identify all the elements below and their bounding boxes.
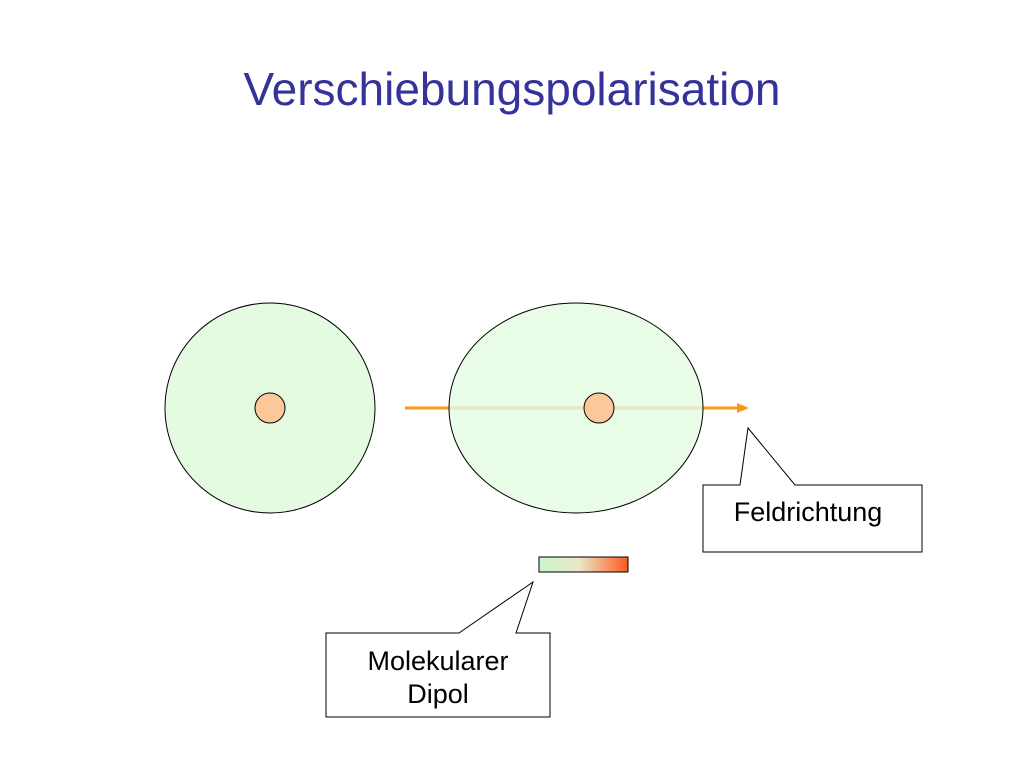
slide-title: Verschiebungspolarisation	[243, 63, 781, 115]
nucleus-unpolarized	[254, 392, 286, 424]
electron-cloud-polarized	[448, 302, 704, 514]
unpolarized-atom	[164, 302, 376, 514]
nucleus-polarized	[583, 392, 615, 424]
polarized-atom	[448, 302, 704, 514]
callout-dipole-box	[325, 580, 551, 718]
callout-field-box	[702, 426, 923, 553]
callout-dipole-line-1: Molekularer	[367, 646, 508, 676]
field-arrow-head	[737, 403, 749, 413]
callout-field-direction: Feldrichtung	[702, 426, 923, 553]
callout-field-label: Feldrichtung	[734, 497, 883, 527]
callout-dipole-line-2: Dipol	[407, 679, 469, 709]
molecular-dipole-bar	[538, 556, 629, 573]
callout-molecular-dipole: Molekularer Dipol	[325, 580, 551, 718]
